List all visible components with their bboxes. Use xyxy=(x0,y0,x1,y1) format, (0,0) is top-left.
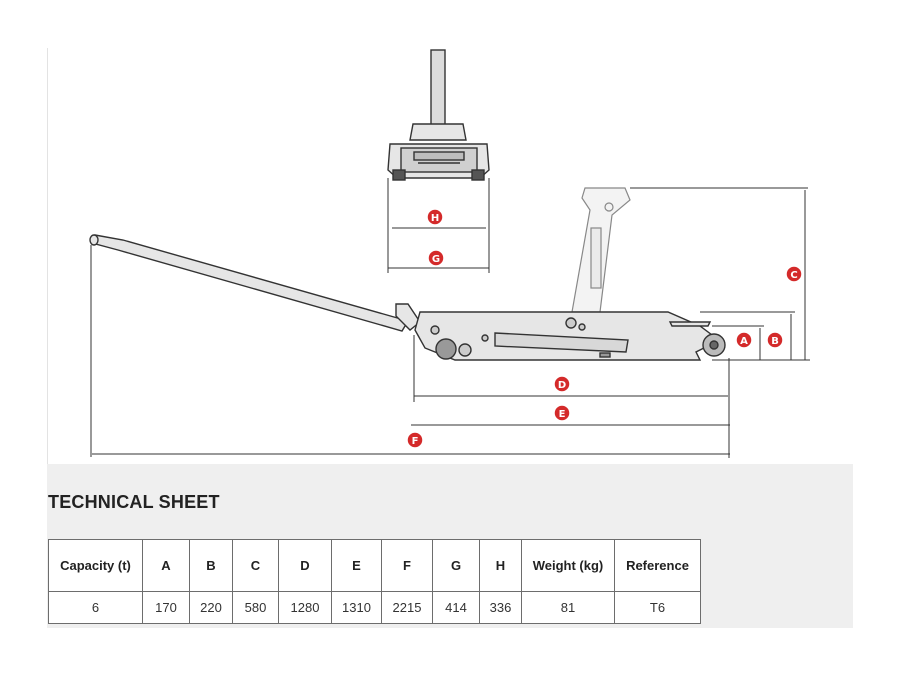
header-e: E xyxy=(331,539,382,592)
marker-label-a: A xyxy=(740,336,748,347)
dimension-markers xyxy=(406,208,803,449)
marker-label-e: E xyxy=(559,409,566,420)
jack-diagram: A B C D E F G H xyxy=(89,49,810,458)
marker-e xyxy=(553,404,571,422)
jack-body xyxy=(395,303,726,361)
value-weight: 81 xyxy=(521,591,615,624)
marker-f xyxy=(406,431,424,449)
handle xyxy=(89,234,410,332)
value-g: 414 xyxy=(432,591,480,624)
spec-header-row: Capacity (t) A B C D E F G H Weight (kg)… xyxy=(48,539,701,592)
marker-h xyxy=(426,208,444,226)
front-dimension-lines xyxy=(387,178,490,273)
header-b: B xyxy=(189,539,233,592)
marker-label-g: G xyxy=(432,254,440,265)
marker-label-c: C xyxy=(790,270,797,281)
value-d: 1280 xyxy=(278,591,332,624)
side-dimension-lines xyxy=(90,187,810,458)
technical-sheet-title: TECHNICAL SHEET xyxy=(48,492,220,512)
marker-a xyxy=(735,331,753,349)
value-capacity: 6 xyxy=(48,591,143,624)
value-e: 1310 xyxy=(331,591,382,624)
marker-label-b: B xyxy=(771,336,779,347)
dimension-marker-labels: A B C D E F G H xyxy=(412,213,798,447)
header-g: G xyxy=(432,539,480,592)
header-d: D xyxy=(278,539,332,592)
header-f: F xyxy=(381,539,433,592)
value-c: 580 xyxy=(232,591,279,624)
header-capacity: Capacity (t) xyxy=(48,539,143,592)
marker-label-h: H xyxy=(431,213,439,224)
marker-c xyxy=(785,265,803,283)
header-weight: Weight (kg) xyxy=(521,539,615,592)
raised-arm-ghost xyxy=(571,187,631,313)
marker-g xyxy=(427,249,445,267)
spec-table: Capacity (t) A B C D E F G H Weight (kg)… xyxy=(48,539,701,624)
value-h: 336 xyxy=(479,591,522,624)
header-reference: Reference xyxy=(614,539,701,592)
marker-label-f: F xyxy=(412,436,419,447)
spec-value-row: 6 170 220 580 1280 1310 2215 414 336 81 … xyxy=(48,591,701,624)
value-reference: T6 xyxy=(614,591,701,624)
value-b: 220 xyxy=(189,591,233,624)
marker-b xyxy=(766,331,784,349)
marker-label-d: D xyxy=(558,380,566,391)
header-c: C xyxy=(232,539,279,592)
value-a: 170 xyxy=(142,591,190,624)
value-f: 2215 xyxy=(381,591,433,624)
panel-divider xyxy=(47,48,48,464)
technical-sheet-panel: TECHNICAL SHEET Capacity (t) A B C D E F… xyxy=(47,464,853,628)
marker-d xyxy=(553,375,571,393)
header-a: A xyxy=(142,539,190,592)
header-h: H xyxy=(479,539,522,592)
front-view xyxy=(387,49,490,181)
